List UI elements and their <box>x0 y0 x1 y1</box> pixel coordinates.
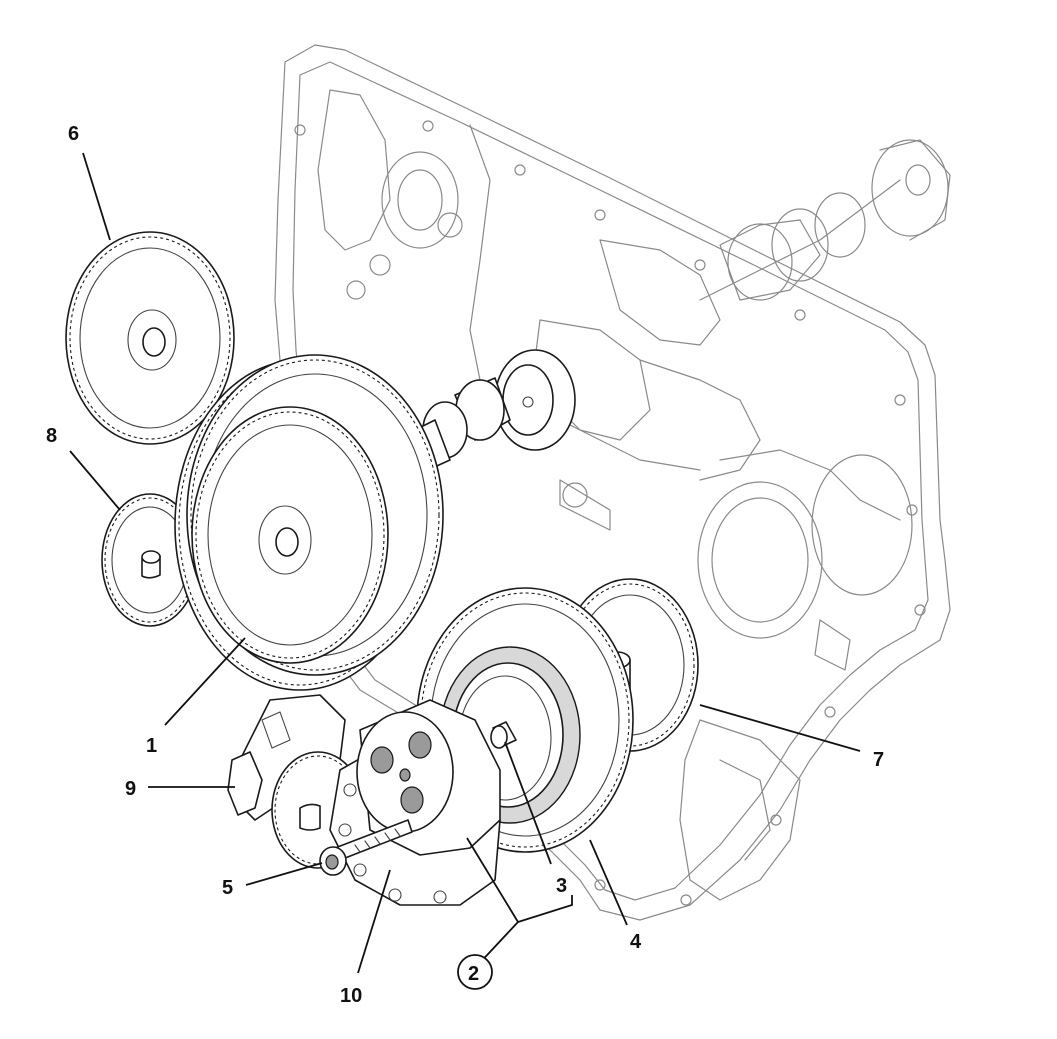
leader-lines <box>69 152 861 974</box>
leader-8 <box>69 450 121 511</box>
leader-3 <box>504 741 552 865</box>
callout-2: 2 <box>468 963 479 985</box>
leader-7 <box>699 704 861 752</box>
camshaft-upper <box>699 139 951 301</box>
callout-2-circle <box>457 954 493 990</box>
callout-5: 5 <box>222 877 233 899</box>
callout-3: 3 <box>556 875 567 897</box>
hub-adapter-2 <box>356 699 501 856</box>
callout-6: 6 <box>68 123 79 145</box>
callout-8: 8 <box>46 425 57 447</box>
gear-housing <box>274 44 951 921</box>
leader-4 <box>589 839 628 926</box>
leader-6 <box>82 152 111 241</box>
leader-1 <box>164 637 246 726</box>
callout-9: 9 <box>125 778 136 800</box>
callouts: 6 8 1 9 5 10 2 3 4 7 <box>46 123 884 1007</box>
callout-7: 7 <box>873 749 884 771</box>
pin-3 <box>490 721 517 749</box>
bolt-5 <box>319 819 413 876</box>
callout-10: 10 <box>340 985 362 1007</box>
callout-4: 4 <box>630 931 642 953</box>
gear-1 <box>174 354 444 691</box>
callout-1: 1 <box>146 735 157 757</box>
leader-2b <box>517 895 573 923</box>
gear-8 <box>101 493 199 627</box>
leader-10 <box>357 869 391 974</box>
leader-5 <box>245 862 323 886</box>
gear-6 <box>65 231 235 445</box>
